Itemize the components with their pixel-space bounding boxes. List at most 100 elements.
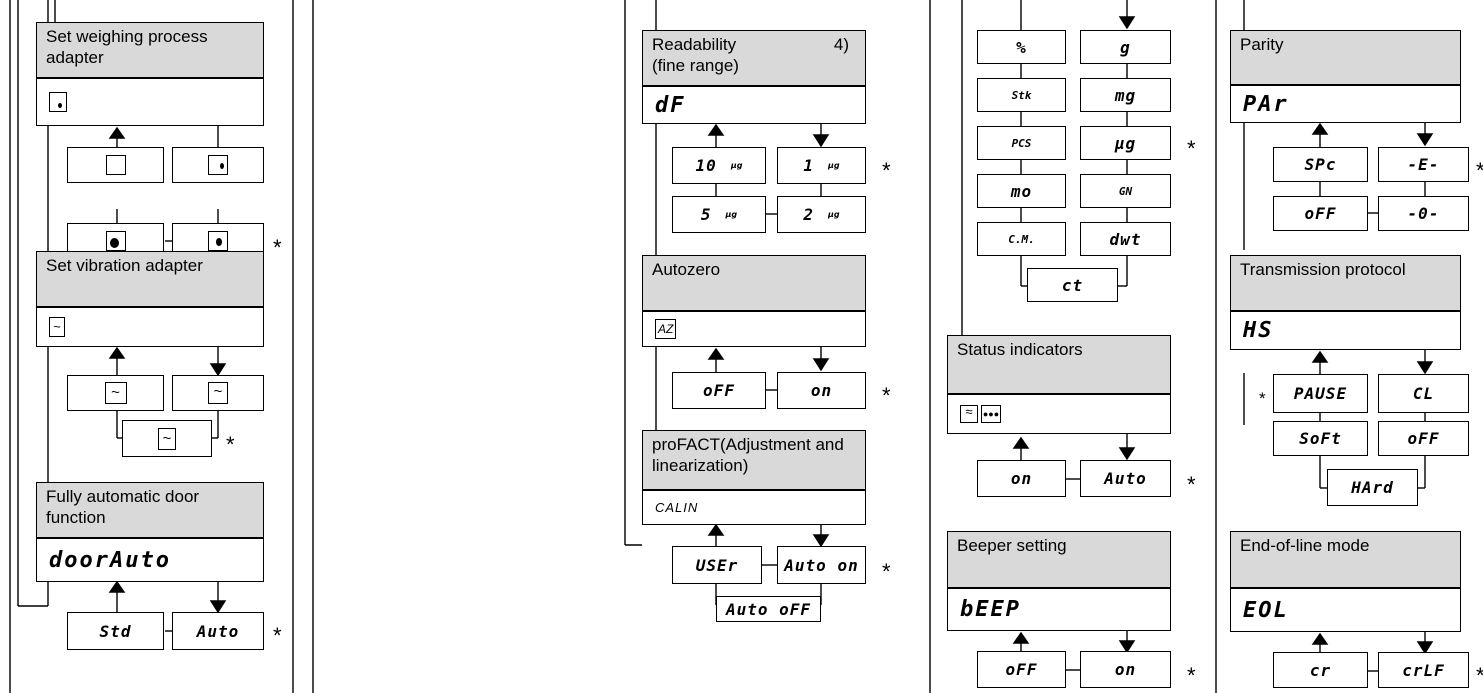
unit-option-gn[interactable]: GN <box>1080 174 1171 208</box>
readability-option-2[interactable]: 2 µg <box>777 196 866 233</box>
unit-option-pcs[interactable]: PCS <box>977 126 1066 160</box>
profact-option-auto-on[interactable]: Auto on <box>777 546 866 584</box>
profact-user-label: USEr <box>695 555 739 575</box>
eol-crlf-label: crLF <box>1402 660 1445 680</box>
parity-off-label: oFF <box>1304 204 1337 223</box>
protocol-option-pause[interactable]: PAUSE <box>1273 374 1368 413</box>
vibration-option-1[interactable]: ~ <box>67 375 164 411</box>
parity-option-off[interactable]: oFF <box>1273 196 1368 231</box>
eol-header: End-of-line mode <box>1230 531 1461 588</box>
protocol-hard-label: HArd <box>1351 478 1394 497</box>
readability-5-label: 5 <box>700 205 712 224</box>
beeper-option-off[interactable]: oFF <box>977 651 1066 688</box>
eol-title: End-of-line mode <box>1240 536 1370 555</box>
status-indicators-title: Status indicators <box>957 340 1083 359</box>
vibration-adapter-display: ~ <box>36 307 264 347</box>
profact-option-auto-off[interactable]: Auto oFF <box>716 596 821 622</box>
parity-option-0[interactable]: -0- <box>1378 196 1469 231</box>
eol-display: EOL <box>1230 588 1461 632</box>
beeper-on-label: on <box>1114 660 1137 679</box>
autozero-display-text: AZ <box>658 322 674 336</box>
vibration-option-2[interactable]: ~ <box>172 375 264 411</box>
unit-option-ug[interactable]: µg <box>1080 126 1171 160</box>
unit-label: µg <box>828 210 840 219</box>
readability-option-5[interactable]: 5 µg <box>672 196 766 233</box>
unit-option-ct[interactable]: ct <box>1027 268 1118 302</box>
default-marker: * <box>882 158 891 183</box>
door-option-std[interactable]: Std <box>67 612 164 650</box>
unit-option-mg[interactable]: mg <box>1080 78 1171 112</box>
default-marker: * <box>882 559 891 584</box>
vibration-option-3[interactable]: ~ <box>122 420 212 457</box>
weighing-adapter-title: Set weighing process adapter <box>46 27 208 67</box>
default-marker: * <box>1187 136 1196 161</box>
status-option-auto[interactable]: Auto <box>1080 460 1171 497</box>
readability-display: dF <box>642 86 866 124</box>
status-option-on[interactable]: on <box>977 460 1066 497</box>
door-option-auto[interactable]: Auto <box>172 612 264 650</box>
default-marker: * <box>1187 663 1196 688</box>
parity-option-e[interactable]: -E- <box>1378 147 1469 182</box>
readability-10-label: 10 <box>695 156 717 175</box>
profact-display-text: CALIN <box>655 500 699 515</box>
readability-1-label: 1 <box>803 156 814 175</box>
unit-option-cm[interactable]: C.M. <box>977 222 1066 256</box>
profact-display: CALIN <box>642 490 866 525</box>
autozero-option-on[interactable]: on <box>777 372 866 409</box>
vibration-status-icon: ≈ <box>960 405 978 423</box>
profact-option-user[interactable]: USEr <box>672 546 762 584</box>
unit-option-dwt[interactable]: dwt <box>1080 222 1171 256</box>
default-marker: * <box>1476 160 1483 182</box>
wave-icon: ~ <box>49 317 65 337</box>
beeper-header: Beeper setting <box>947 531 1171 588</box>
beeper-off-label: oFF <box>1005 660 1038 679</box>
parity-title: Parity <box>1240 35 1284 54</box>
unit-option-g[interactable]: g <box>1080 30 1171 64</box>
readability-option-1[interactable]: 1 µg <box>777 147 866 184</box>
readability-2-label: 2 <box>803 205 814 224</box>
parity-spc-label: SPc <box>1304 155 1337 174</box>
eol-cr-label: cr <box>1309 660 1332 680</box>
autozero-icon: AZ <box>655 319 677 339</box>
default-marker: * <box>882 383 891 408</box>
door-std-label: Std <box>99 621 132 641</box>
protocol-option-off[interactable]: oFF <box>1378 421 1469 456</box>
drop-medium-icon <box>208 231 228 251</box>
unit-option-mo[interactable]: mo <box>977 174 1066 208</box>
protocol-cl-label: CL <box>1412 384 1435 403</box>
beeper-title: Beeper setting <box>957 536 1067 555</box>
eol-option-cr[interactable]: cr <box>1273 652 1368 688</box>
beeper-display: bEEP <box>947 588 1171 631</box>
weighing-option-small-drop[interactable] <box>172 147 264 183</box>
vibration-adapter-header: Set vibration adapter <box>36 251 264 307</box>
protocol-option-soft[interactable]: SoFt <box>1273 421 1368 456</box>
autozero-display: AZ <box>642 311 866 347</box>
default-marker: * <box>1259 389 1266 408</box>
default-marker: * <box>1187 472 1196 497</box>
door-auto-label: Auto <box>196 621 240 641</box>
protocol-option-hard[interactable]: HArd <box>1327 469 1418 506</box>
protocol-option-cl[interactable]: CL <box>1378 374 1469 413</box>
drops-status-icon: ●●● <box>981 405 1001 423</box>
eol-option-crlf[interactable]: crLF <box>1378 652 1469 688</box>
parity-option-spc[interactable]: SPc <box>1273 147 1368 182</box>
weighing-adapter-display <box>36 78 264 126</box>
default-marker: * <box>226 432 235 457</box>
readability-option-10[interactable]: 10 µg <box>672 147 766 184</box>
autozero-on-label: on <box>810 381 833 400</box>
autozero-header: Autozero <box>642 255 866 311</box>
autozero-option-off[interactable]: oFF <box>672 372 766 409</box>
unit-option-stk[interactable]: Stk <box>977 78 1066 112</box>
unit-label: µg <box>730 161 743 170</box>
status-on-label: on <box>1010 469 1033 488</box>
empty-adapter-icon <box>105 155 126 175</box>
door-function-title: Fully automatic door function <box>46 487 200 527</box>
unit-label: µg <box>725 210 738 219</box>
beeper-option-on[interactable]: on <box>1080 651 1171 688</box>
unit-option-percent[interactable]: % <box>977 30 1066 64</box>
weighing-option-empty[interactable] <box>67 147 164 183</box>
door-function-header: Fully automatic door function <box>36 482 264 538</box>
profact-header: proFACT(Adjustment and linearization) <box>642 430 866 490</box>
profact-auto-on-label: Auto on <box>784 555 859 575</box>
status-auto-label: Auto <box>1104 469 1147 488</box>
